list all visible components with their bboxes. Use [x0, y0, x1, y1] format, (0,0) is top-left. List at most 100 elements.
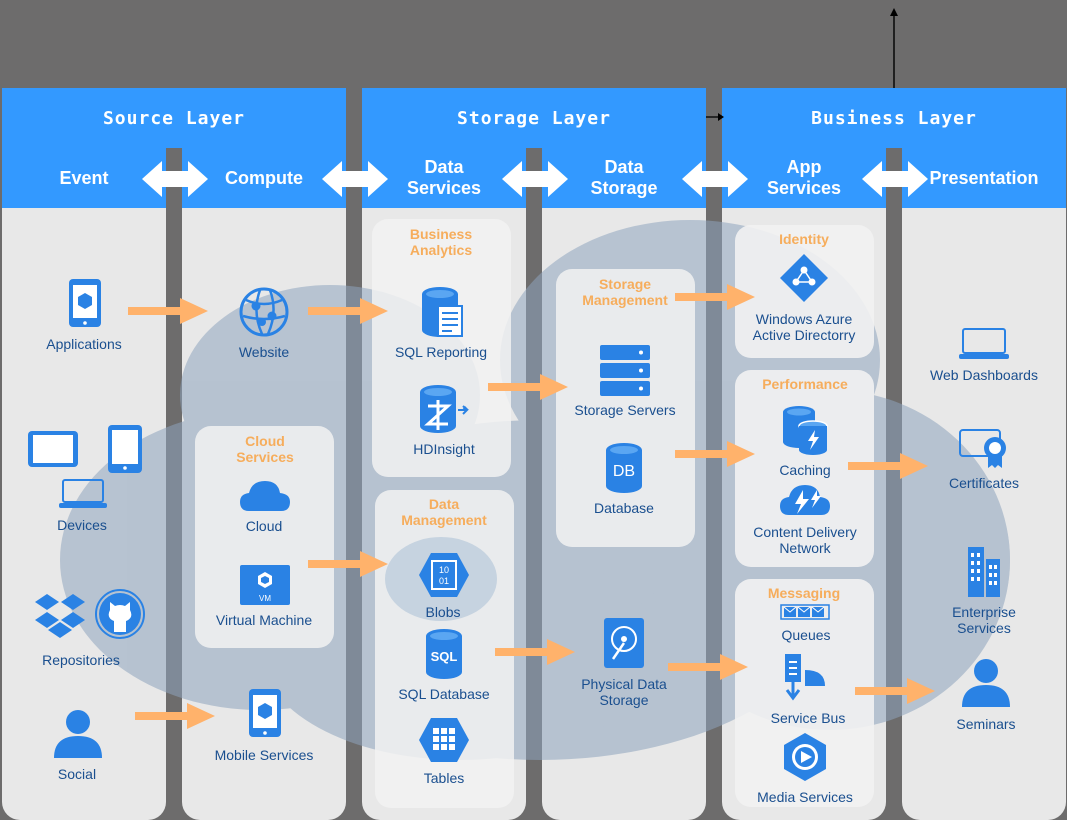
flow-arrow-icon: [488, 374, 568, 400]
person-icon: [54, 710, 102, 758]
business-analytics-title: Business Analytics: [409, 226, 473, 258]
caching-label: Caching: [779, 462, 831, 478]
cdn-label: Content Delivery Network: [753, 524, 857, 556]
storage-management-title: Storage Management: [582, 276, 668, 308]
hdinsight-label: HDInsight: [413, 441, 475, 457]
certificate-icon: [959, 429, 1006, 468]
devices-label: Devices: [57, 517, 107, 533]
certificates-label: Certificates: [948, 475, 1020, 491]
database-label: Database: [594, 500, 654, 516]
sql-database-label: SQL Database: [398, 686, 490, 702]
social-label: Social: [57, 766, 97, 782]
sql-reporting-icon: [422, 287, 463, 337]
data-storage-column-header: Data Storage: [542, 148, 706, 208]
data-services-column-header: Data Services: [362, 148, 526, 208]
flow-arrow-icon: [495, 639, 575, 665]
seminar-person-icon: [962, 659, 1010, 707]
svg-text:10: 10: [439, 565, 449, 575]
business-layer-header: Business Layer: [722, 88, 1066, 148]
flow-arrow-icon: [135, 703, 215, 729]
svg-text:VM: VM: [259, 594, 271, 603]
media-services-icon: [784, 733, 826, 781]
business-analytics-group: [372, 219, 511, 477]
azure-ad-label: Windows Azure Active Directorry: [752, 311, 856, 343]
svg-text:DB: DB: [613, 463, 635, 480]
physical-data-storage-label: Physical Data Storage: [581, 676, 667, 708]
blobs-label: Blobs: [425, 604, 461, 620]
storage-servers-icon: [600, 345, 650, 396]
top-connector-arrow: [890, 8, 898, 90]
event-column-header: Event: [2, 148, 166, 208]
flow-arrow-icon: [848, 453, 928, 479]
presentation-column-header: Presentation: [902, 148, 1066, 208]
phone-device-icon: [108, 425, 142, 473]
queues-icon: [780, 604, 830, 620]
active-directory-icon: [780, 254, 828, 302]
source-layer-header: Source Layer: [2, 88, 346, 148]
flow-arrow-icon: [675, 284, 755, 310]
double-arrow-icon: [862, 161, 928, 197]
storage-servers-label: Storage Servers: [574, 402, 676, 418]
seminars-label: Seminars: [956, 716, 1016, 732]
double-arrow-icon: [322, 161, 388, 197]
virtual-machine-icon: VM: [240, 565, 290, 605]
globe-icon: [239, 287, 289, 337]
identity-title: Identity: [779, 231, 829, 247]
double-arrow-icon: [502, 161, 568, 197]
media-services-label: Media Services: [757, 789, 853, 805]
blobs-hexagon-icon: 10 01: [419, 553, 469, 597]
compute-column-header: Compute: [182, 148, 346, 208]
queues-label: Queues: [781, 627, 831, 643]
dropbox-icon: [35, 594, 85, 638]
service-bus-icon: [785, 654, 825, 701]
header-link-arrow: [706, 113, 724, 121]
cloud-label: Cloud: [245, 518, 283, 534]
flow-arrow-icon: [675, 441, 755, 467]
web-dashboards-label: Web Dashboards: [930, 367, 1038, 383]
data-management-title: Data Management: [401, 496, 487, 528]
flow-arrow-icon: [128, 298, 208, 324]
storage-layer-header: Storage Layer: [362, 88, 706, 148]
cloud-services-title: Cloud Services: [236, 433, 294, 465]
storage-management-group: [556, 269, 695, 547]
flow-arrow-icon: [855, 678, 935, 704]
hard-drive-icon: [604, 618, 644, 668]
github-icon: [95, 589, 145, 639]
website-label: Website: [238, 344, 290, 360]
laptop-dashboard-icon: [959, 328, 1009, 359]
cdn-cloud-icon: [780, 485, 830, 515]
flow-arrow-icon: [308, 551, 388, 577]
app-services-column-header: App Services: [722, 148, 886, 208]
svg-text:SQL: SQL: [431, 649, 458, 664]
hdinsight-icon: [420, 385, 469, 433]
double-arrow-icon: [142, 161, 208, 197]
cloud-services-group: [195, 426, 334, 648]
buildings-icon: [968, 547, 1000, 597]
repositories-label: Repositories: [42, 652, 120, 668]
database-icon: DB: [606, 443, 642, 493]
flow-arrow-icon: [308, 298, 388, 324]
enterprise-services-label: Enterprise Services: [952, 604, 1016, 636]
performance-title: Performance: [762, 376, 848, 392]
applications-label: Applications: [46, 336, 122, 352]
sql-database-icon: SQL: [426, 629, 462, 679]
tables-hexagon-icon: [419, 718, 469, 762]
messaging-title: Messaging: [767, 585, 841, 601]
cloud-icon: [240, 481, 290, 511]
caching-icon: [783, 406, 828, 455]
laptop-icon: [59, 479, 107, 508]
virtual-machine-label: Virtual Machine: [215, 612, 313, 628]
mobile-services-label: Mobile Services: [214, 747, 314, 763]
column-link-arrows: [142, 161, 928, 197]
smartphone-icon: [69, 279, 101, 327]
double-arrow-icon: [682, 161, 748, 197]
tables-label: Tables: [423, 770, 465, 786]
service-bus-label: Service Bus: [770, 710, 846, 726]
sql-reporting-label: SQL Reporting: [394, 344, 488, 360]
tablet-icon: [28, 431, 78, 467]
svg-text:01: 01: [439, 576, 449, 586]
flow-arrow-icon: [668, 654, 748, 680]
mobile-services-icon: [249, 689, 281, 737]
